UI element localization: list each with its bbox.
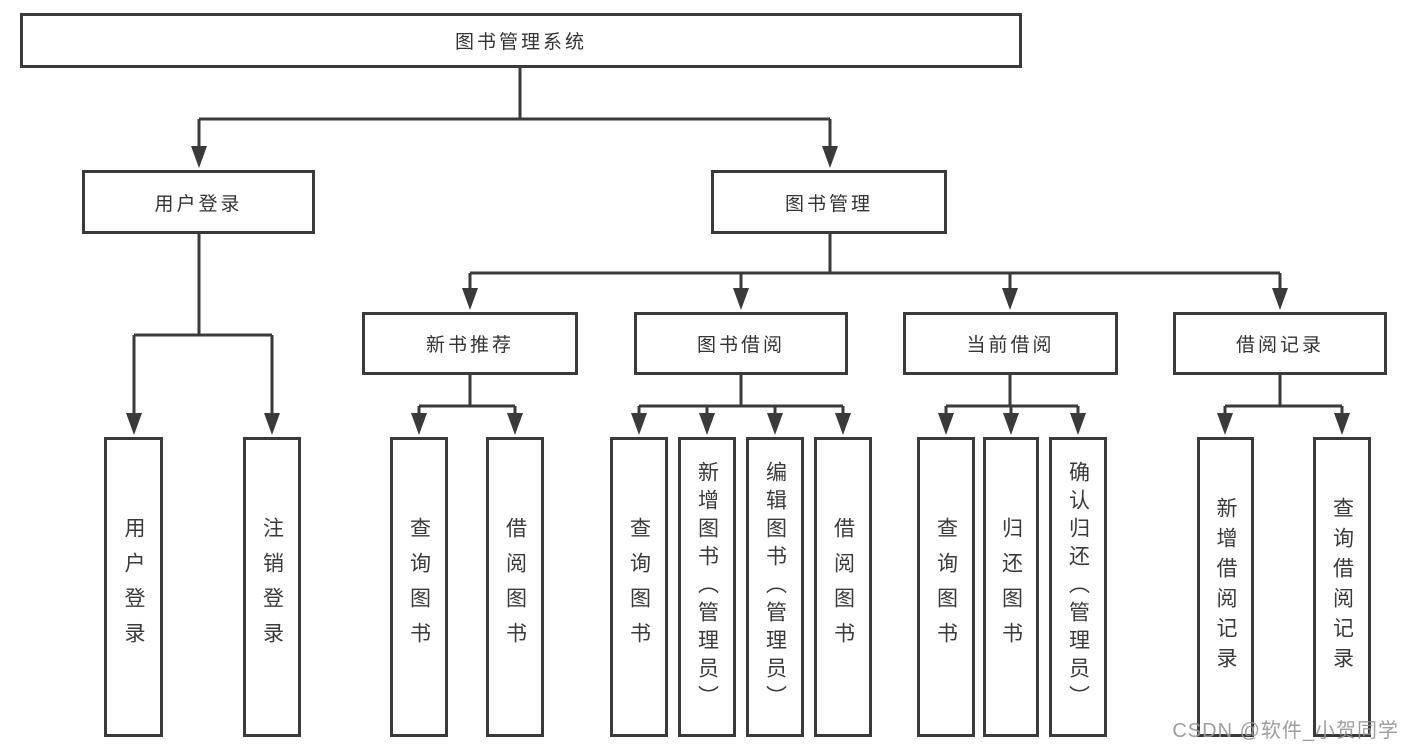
- leaf-label: 查询借阅记录: [1330, 497, 1354, 677]
- leaf-label: 借阅图书: [831, 517, 855, 657]
- leaf-logout: 注销登录: [243, 437, 301, 737]
- leaf-label: 新增图书（管理员）: [695, 461, 719, 713]
- leaf-query-book-recommend: 查询图书: [390, 437, 448, 737]
- leaf-label: 查询图书: [407, 517, 431, 657]
- leaf-add-book-admin: 新增图书（管理员）: [678, 437, 736, 737]
- leaf-return-book: 归还图书: [983, 437, 1039, 737]
- leaf-label: 借阅图书: [503, 517, 527, 657]
- leaf-user-login: 用户登录: [104, 437, 163, 737]
- node-borrow-records: 借阅记录: [1173, 312, 1387, 375]
- leaf-label: 注销登录: [260, 517, 284, 657]
- leaf-borrow-book-recommend: 借阅图书: [486, 437, 544, 737]
- leaf-label: 新增借阅记录: [1214, 497, 1237, 677]
- leaf-confirm-return-admin: 确认归还（管理员）: [1049, 437, 1107, 737]
- leaf-edit-book-admin: 编辑图书（管理员）: [746, 437, 804, 737]
- leaf-label: 确认归还（管理员）: [1066, 461, 1090, 713]
- leaf-query-book-borrow: 查询图书: [610, 437, 668, 737]
- leaf-label: 归还图书: [999, 517, 1023, 657]
- node-new-book-recommend: 新书推荐: [362, 312, 578, 375]
- leaf-label: 编辑图书（管理员）: [763, 461, 787, 713]
- leaf-label: 用户登录: [122, 517, 145, 657]
- leaf-add-borrow-record: 新增借阅记录: [1197, 437, 1254, 737]
- node-book-borrow: 图书借阅: [634, 312, 848, 375]
- leaf-label: 查询图书: [934, 517, 958, 657]
- leaf-query-borrow-record: 查询借阅记录: [1313, 437, 1371, 737]
- node-user-login: 用户登录: [82, 170, 315, 234]
- node-book-management: 图书管理: [711, 170, 947, 234]
- leaf-borrow-book: 借阅图书: [814, 437, 872, 737]
- csdn-watermark: CSDN @软件_小贺同学: [1172, 720, 1399, 742]
- leaf-label: 查询图书: [627, 517, 651, 657]
- node-system-root: 图书管理系统: [20, 13, 1022, 68]
- node-current-borrow: 当前借阅: [903, 312, 1118, 375]
- leaf-query-book-current: 查询图书: [917, 437, 975, 737]
